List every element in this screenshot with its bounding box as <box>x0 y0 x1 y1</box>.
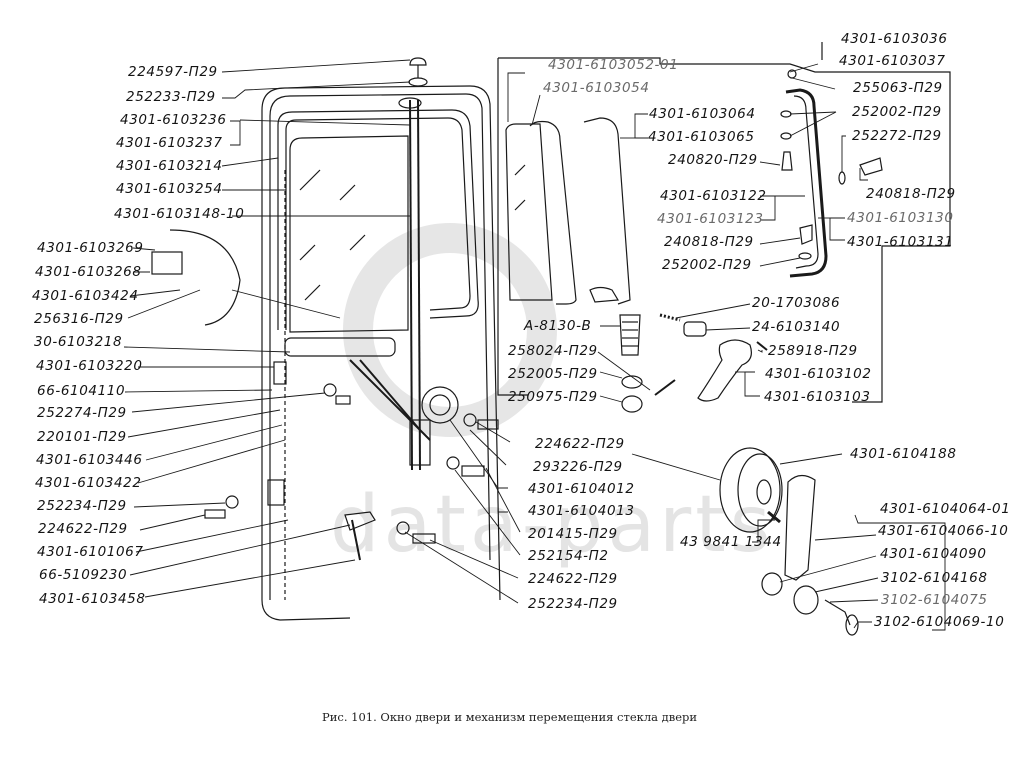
part-label: 4301-6103268 <box>35 264 142 280</box>
part-label: 252002-П29 <box>852 104 942 120</box>
part-label: 252233-П29 <box>126 89 216 105</box>
vent-window-glass <box>505 120 577 305</box>
part-label: 4301-6103052-01 <box>548 57 679 73</box>
part-label: 20-1703086 <box>752 295 841 311</box>
part-label: 240820-П29 <box>668 152 758 168</box>
part-label: 252154-П2 <box>528 548 609 564</box>
inset-detail <box>169 229 241 326</box>
glass-group-border <box>497 58 528 396</box>
lock-mechanism <box>619 313 768 413</box>
part-label: 4301-6103236 <box>120 112 227 128</box>
vent-seal <box>785 88 828 278</box>
part-label: 252234-П29 <box>528 596 618 612</box>
part-label: 252274-П29 <box>37 405 127 421</box>
part-label: 4301-6103054 <box>543 80 650 96</box>
part-label: 4301-6103254 <box>116 181 223 197</box>
part-label: 4301-6104064-01 <box>880 501 1011 517</box>
part-label: 252234-П29 <box>37 498 127 514</box>
bracket <box>344 511 376 531</box>
part-label: 4301-6104090 <box>880 546 987 562</box>
part-label: 4301-6103131 <box>847 234 954 250</box>
part-label: 201415-П29 <box>528 526 618 542</box>
part-label: 3102-6104069-10 <box>874 614 1005 630</box>
part-label: 240818-П29 <box>664 234 754 250</box>
part-label: 4301-6103148-10 <box>114 206 245 222</box>
part-label: 4301-6103422 <box>35 475 142 491</box>
top-screw <box>408 57 428 87</box>
part-label: 4301-6104066-10 <box>878 523 1009 539</box>
watermark-logo <box>343 223 557 437</box>
part-label: 293226-П29 <box>533 459 623 475</box>
part-label: 4301-6103237 <box>116 135 223 151</box>
part-label: 224597-П29 <box>128 64 218 80</box>
part-label: 4301-6104188 <box>850 446 957 462</box>
vent-frame-channel <box>583 117 631 305</box>
part-label: 4301-6103424 <box>32 288 139 304</box>
part-label: 4301-6103065 <box>648 129 755 145</box>
part-label: 250975-П29 <box>508 389 598 405</box>
part-label: 4301-6103220 <box>36 358 143 374</box>
part-label: 240818-П29 <box>866 186 956 202</box>
part-label: 224622-П29 <box>528 571 618 587</box>
figure-caption: Рис. 101. Окно двери и механизм перемеще… <box>322 710 698 724</box>
part-label: 66-6104110 <box>37 383 126 399</box>
part-label: 30-6103218 <box>34 334 123 350</box>
part-label: 24-6103140 <box>752 319 841 335</box>
part-label: 4301-6103123 <box>657 211 764 227</box>
leader-lines <box>123 59 411 598</box>
part-label: 43 9841 1344 <box>680 534 782 550</box>
part-label: 4301-6104013 <box>528 503 635 519</box>
part-label: 4301-6101067 <box>37 544 144 560</box>
part-label: 252002-П29 <box>662 257 752 273</box>
part-label: 4301-6103214 <box>116 158 223 174</box>
glass-rail <box>284 337 396 357</box>
part-label: 224622-П29 <box>38 521 128 537</box>
part-label: 4301-6103064 <box>649 106 756 122</box>
part-label: 224622-П29 <box>535 436 625 452</box>
part-label: 4301-6103103 <box>764 389 871 405</box>
part-label: 3102-6104168 <box>881 570 988 586</box>
part-label: 255063-П29 <box>853 80 943 96</box>
door-glass <box>289 135 409 333</box>
vent-group-border <box>498 57 951 403</box>
part-label: 4301-6103122 <box>660 188 767 204</box>
part-label: A-8130-B <box>524 318 592 334</box>
part-label: 4301-6103037 <box>839 53 946 69</box>
window-regulator <box>349 359 459 466</box>
glass-channel <box>398 97 422 471</box>
door-frame <box>261 85 501 621</box>
part-label: 4301-6103102 <box>765 366 872 382</box>
part-label: 66-5109230 <box>39 567 128 583</box>
part-label: 3102-6104075 <box>881 592 988 608</box>
part-label: 252272-П29 <box>852 128 942 144</box>
part-label: 258918-П29 <box>768 343 858 359</box>
part-label: 4301-6103269 <box>37 240 144 256</box>
part-label: 220101-П29 <box>37 429 127 445</box>
part-label: 256316-П29 <box>34 311 124 327</box>
part-label: 4301-6103446 <box>36 452 143 468</box>
part-label: 4301-6104012 <box>528 481 635 497</box>
watermark: data-parts <box>330 480 775 570</box>
part-label: 4301-6103458 <box>39 591 146 607</box>
door-hinge <box>267 479 285 506</box>
part-label: 4301-6103130 <box>847 210 954 226</box>
part-label: 4301-6103036 <box>841 31 948 47</box>
part-label: 252005-П29 <box>508 366 598 382</box>
part-label: 258024-П29 <box>508 343 598 359</box>
